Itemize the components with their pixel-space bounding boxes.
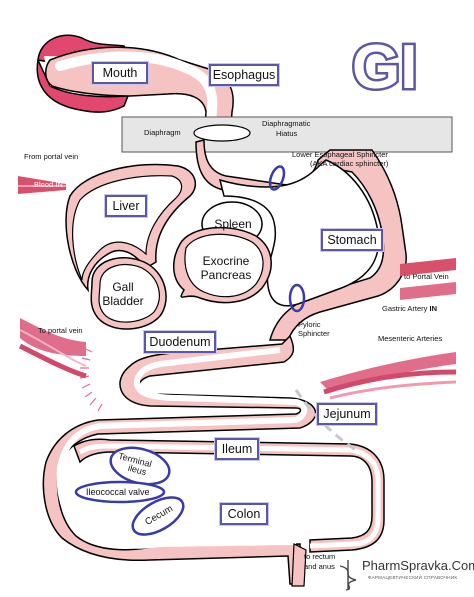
lower-esophageal-sphincter [268,165,286,191]
watermark-brand: PharmSpravka.Com [362,558,474,573]
villi-hatch [79,347,103,412]
to-portal-vein-left-annotation: To portal vein [38,326,83,335]
spleen-label: Spleen [214,217,252,231]
ileococcal-valve-label: Ileococcal valve [86,487,150,497]
gall-bladder-label-2: Bladder [102,294,144,308]
gastric-artery-text: Gastric Artery [382,304,428,313]
to-rectum-annotation-1: to rectum [304,552,336,561]
mesenteric-arteries-vessels [320,352,457,400]
from-portal-vein-annotation: From portal vein [24,152,79,161]
rectum-tube [291,543,307,587]
stomach [218,159,380,307]
mesenteric-arteries-annotation: Mesenteric Arteries [378,334,443,343]
watermark-tagline: ФАРМАЦЕВТИЧЕСКИЙ СПРАВОЧНИК [368,575,458,580]
gastric-artery-annotation: Gastric Artery IN [382,304,437,313]
diaphragmatic-hiatus-annotation-2: Hiatus [276,129,298,138]
colon-label: Colon [219,502,269,526]
mouth-label: Mouth [91,61,149,85]
ileococcal-valve [74,480,166,504]
les-annotation-2: (AKA cardiac sphincter) [310,159,389,168]
portal-vein-out-vessels [18,318,87,379]
esophagus-label: Esophagus [208,63,280,87]
stomach-label: Stomach [320,228,384,252]
watermark-brand-c: .Com [448,558,474,573]
pyloric-sphincter [288,283,306,313]
cecum [131,496,185,536]
caduceus-icon [339,560,357,591]
gall-bladder-label-1: Gall [112,280,134,294]
to-rectum-annotation-2: and anus [304,562,335,571]
pyloric-sphincter-annotation-2: Sphincter [298,329,330,338]
diaphragm-band [121,116,453,153]
watermark-brand-a: Pharm [362,558,401,573]
exocrine-pancreas-label-2: Pancreas [200,268,252,282]
duodenum-label: Duodenum [143,330,217,354]
exocrine-pancreas-label-1: Exocrine [202,254,250,268]
jejunum-label: Jejunum [316,402,378,426]
les-annotation-1: Lower Esophageal Sphincter [292,150,388,159]
gi-logo-text: GI [352,33,417,102]
liver-label: Liver [104,194,148,218]
diaphragmatic-hiatus-annotation-1: Diaphragmatic [262,119,311,128]
pyloric-sphincter-annotation-1: Pyloric [298,320,321,329]
gastric-artery-in-text: IN [429,304,438,313]
portal-vein-in-vessels [18,176,66,194]
to-portal-vein-right-annotation: to Portal Vein [404,272,449,281]
diaphragm-annotation: Diaphragm [144,128,181,137]
ileum-label: Ileum [214,437,260,461]
diaphragmatic-hiatus [193,124,251,142]
watermark-brand-b: Spravka [400,558,448,573]
blood-in-annotation: Blood IN [34,180,63,189]
gastric-artery-vessels [400,258,456,300]
gi-logo: GI [350,31,420,105]
out-annotation: OUT [418,250,434,259]
